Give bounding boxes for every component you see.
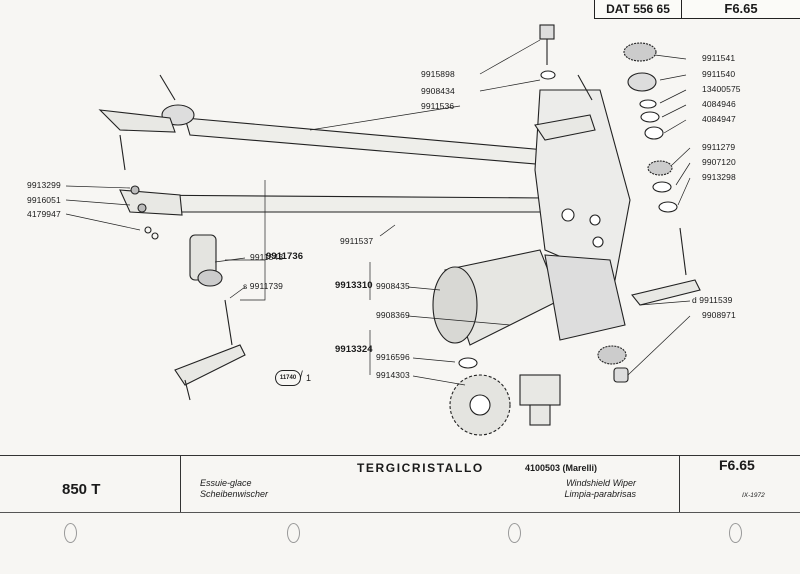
left-lower-crank <box>174 344 246 386</box>
part-label: 9911541 <box>702 53 736 63</box>
title-spanish: Limpia-parabrisas <box>564 489 636 499</box>
divider <box>180 455 181 512</box>
part-label: 9911537 <box>340 236 374 246</box>
title-french: Essuie-glace <box>200 478 252 488</box>
part-label: 9908369 <box>376 310 410 320</box>
part-label: 9908971 <box>702 310 736 320</box>
title-german: Scheibenwischer <box>200 489 269 499</box>
left-post <box>119 134 126 171</box>
part-label: 9911536 <box>421 101 455 111</box>
model-name: 850 T <box>62 481 101 498</box>
binder-hole <box>508 523 521 543</box>
title-english: Windshield Wiper <box>566 478 636 488</box>
part-label: 9907120 <box>702 157 736 167</box>
upper-link-bar <box>184 117 549 166</box>
title-italian: TERGICRISTALLO <box>357 461 484 475</box>
motor-end-cap <box>432 266 478 344</box>
page-code-top: F6.65 <box>681 0 800 19</box>
group-label: 9911736 <box>266 251 304 262</box>
gearbox <box>544 254 626 341</box>
part-label: 4084947 <box>702 114 736 124</box>
figure-ref-number: 11740 <box>275 370 301 386</box>
left-crank <box>98 109 176 133</box>
binder-hole <box>729 523 742 543</box>
part-label: 9916596 <box>376 352 410 362</box>
page-header: DAT 556 65 F6.65 <box>594 0 800 20</box>
part-label: 9913299 <box>27 180 61 190</box>
left-lower-bracket <box>119 189 183 216</box>
group-label: 9913310 <box>335 280 373 291</box>
wiper-drawing <box>65 24 701 436</box>
part-label: s 9911739 <box>243 281 283 291</box>
part-label: 9915898 <box>421 69 455 79</box>
part-label: 9908435 <box>376 281 410 291</box>
part-label: 4084946 <box>702 99 736 109</box>
title-block: 850 T Essuie-glace Scheibenwischer TERGI… <box>0 455 800 574</box>
figure-ref-slash: / <box>300 370 303 381</box>
part-label: 13400575 <box>702 84 741 94</box>
dat-code: DAT 556 65 <box>594 0 682 19</box>
part-label: 9911543 <box>250 252 284 262</box>
lower-link-bar <box>129 194 547 213</box>
divider <box>679 455 680 512</box>
part-label: 9914303 <box>376 370 410 380</box>
title-top-rule <box>0 455 800 456</box>
figure-ref-denominator: 1 <box>306 373 312 383</box>
title-bottom-rule <box>0 512 800 513</box>
group-label: 9913324 <box>335 344 373 355</box>
part-label: 9916051 <box>27 195 61 205</box>
page-code-bottom: F6.65 <box>719 457 755 473</box>
exploded-diagram: 9913299 9916051 4179947 9915898 9908434 … <box>27 24 741 436</box>
catalog-number: 4100503 (Marelli) <box>525 463 598 473</box>
part-label: 9908434 <box>421 86 455 96</box>
connector-plug <box>519 374 561 406</box>
binder-hole <box>287 523 300 543</box>
part-label: 4179947 <box>27 209 61 219</box>
part-label: 9911279 <box>702 142 736 152</box>
part-label: 9913298 <box>702 172 736 182</box>
binder-hole <box>64 523 77 543</box>
part-label: 9911540 <box>702 69 736 79</box>
part-label: d 9911539 <box>692 295 733 305</box>
revision-date: IX-1972 <box>742 492 765 499</box>
left-spindle <box>159 74 176 101</box>
